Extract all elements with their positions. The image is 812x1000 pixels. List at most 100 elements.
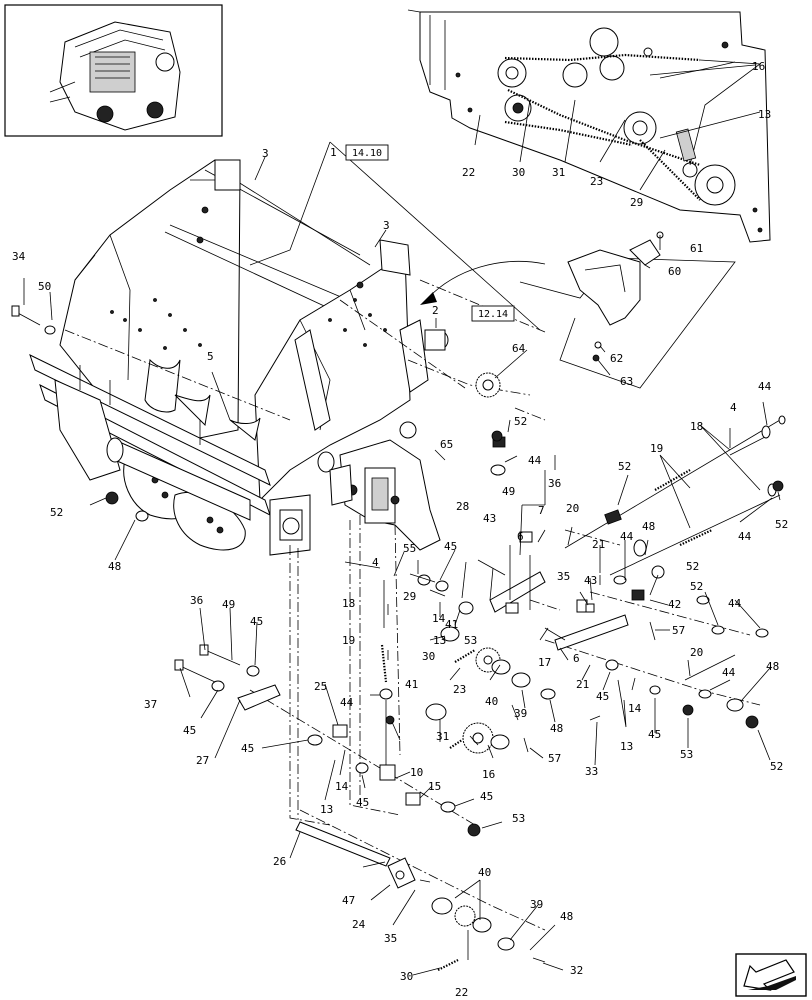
callout-19: 19 bbox=[342, 634, 355, 647]
callout-44: 44 bbox=[728, 597, 742, 610]
callout-52: 52 bbox=[514, 415, 527, 428]
bracket-detail bbox=[519, 231, 736, 389]
callout-23: 23 bbox=[590, 175, 603, 188]
callout-52: 52 bbox=[618, 460, 631, 473]
callout-43: 43 bbox=[584, 574, 597, 587]
callout-52: 52 bbox=[690, 580, 703, 593]
callout-45: 45 bbox=[648, 728, 661, 741]
callout-41: 41 bbox=[445, 618, 458, 631]
callout-57: 57 bbox=[548, 752, 561, 765]
callout-3: 3 bbox=[262, 147, 269, 160]
callout-34: 34 bbox=[12, 250, 26, 263]
callout-45: 45 bbox=[480, 790, 493, 803]
callout-44: 44 bbox=[528, 454, 542, 467]
callout-13: 13 bbox=[620, 740, 633, 753]
callout-45: 45 bbox=[356, 796, 369, 809]
reference-box-label: 12.14 bbox=[478, 309, 508, 320]
callout-20: 20 bbox=[566, 502, 579, 515]
callout-2: 2 bbox=[432, 304, 439, 317]
callout-10: 10 bbox=[410, 766, 423, 779]
callout-40: 40 bbox=[485, 695, 498, 708]
callout-32: 32 bbox=[570, 964, 583, 977]
callout-30: 30 bbox=[400, 970, 413, 983]
callout-36: 36 bbox=[190, 594, 203, 607]
assembly-centerlines bbox=[64, 279, 761, 931]
callout-44: 44 bbox=[722, 666, 736, 679]
drive-bracket-assembly bbox=[329, 421, 441, 551]
callout-6: 6 bbox=[517, 530, 524, 543]
callout-16: 16 bbox=[752, 60, 765, 73]
callout-48: 48 bbox=[560, 910, 573, 923]
callout-48: 48 bbox=[642, 520, 655, 533]
callout-14: 14 bbox=[335, 780, 349, 793]
callout-52: 52 bbox=[686, 560, 699, 573]
callout-17: 17 bbox=[538, 656, 551, 669]
baler-main-frame bbox=[29, 159, 429, 556]
callout-61: 61 bbox=[690, 242, 703, 255]
callout-48: 48 bbox=[550, 722, 563, 735]
callout-14: 14 bbox=[432, 612, 446, 625]
callout-44: 44 bbox=[620, 530, 634, 543]
location-arrow bbox=[427, 261, 546, 299]
callout-13: 13 bbox=[433, 634, 446, 647]
reference-box-12-14: 12.14 bbox=[471, 305, 515, 322]
callout-23: 23 bbox=[453, 683, 466, 696]
callout-55: 55 bbox=[403, 542, 416, 555]
callout-45: 45 bbox=[596, 690, 609, 703]
callout-7: 7 bbox=[538, 504, 545, 517]
callout-45: 45 bbox=[183, 724, 196, 737]
callout-33: 33 bbox=[585, 765, 598, 778]
callout-4: 4 bbox=[730, 401, 737, 414]
callout-50: 50 bbox=[38, 280, 51, 293]
callout-27: 27 bbox=[196, 754, 209, 767]
next-page-button[interactable] bbox=[735, 953, 807, 997]
callout-13: 13 bbox=[320, 803, 333, 816]
callout-21: 21 bbox=[592, 538, 605, 551]
callout-39: 39 bbox=[530, 898, 543, 911]
callout-48: 48 bbox=[108, 560, 121, 573]
callout-26: 26 bbox=[273, 855, 286, 868]
callout-41: 41 bbox=[405, 678, 418, 691]
callout-37: 37 bbox=[144, 698, 157, 711]
callout-60: 60 bbox=[668, 265, 681, 278]
callout-15: 15 bbox=[428, 780, 441, 793]
callout-18: 18 bbox=[342, 597, 355, 610]
callout-29: 29 bbox=[630, 196, 643, 209]
callout-22: 22 bbox=[455, 986, 468, 999]
callout-25: 25 bbox=[314, 680, 327, 693]
callout-30: 30 bbox=[422, 650, 435, 663]
callout-63: 63 bbox=[620, 375, 633, 388]
callout-14: 14 bbox=[628, 702, 642, 715]
chain-drive-detail bbox=[407, 9, 771, 243]
callout-52: 52 bbox=[775, 518, 788, 531]
callout-29: 29 bbox=[403, 590, 416, 603]
callout-3: 3 bbox=[383, 219, 390, 232]
callout-30: 30 bbox=[512, 166, 525, 179]
callout-19: 19 bbox=[650, 442, 663, 455]
callout-53: 53 bbox=[512, 812, 525, 825]
leader-lines bbox=[23, 64, 781, 976]
callout-31: 31 bbox=[436, 730, 449, 743]
callout-49: 49 bbox=[502, 485, 515, 498]
callout-65: 65 bbox=[440, 438, 453, 451]
callout-47: 47 bbox=[342, 894, 355, 907]
callout-49: 49 bbox=[222, 598, 235, 611]
callout-64: 64 bbox=[512, 342, 526, 355]
machine-overview-inset bbox=[4, 4, 223, 137]
callout-45: 45 bbox=[241, 742, 254, 755]
callout-45: 45 bbox=[444, 540, 457, 553]
reference-box-14-10: 14.10 bbox=[345, 144, 389, 161]
callout-labels: 1 2 3 3 4 4 5 6 6 7 10 13 13 13 13 14 14… bbox=[12, 60, 788, 999]
location-arrowhead bbox=[420, 292, 437, 305]
callout-53: 53 bbox=[464, 634, 477, 647]
reference-box-label: 14.10 bbox=[352, 148, 382, 159]
callout-57: 57 bbox=[672, 624, 685, 637]
callout-22: 22 bbox=[462, 166, 475, 179]
callout-24: 24 bbox=[352, 918, 366, 931]
callout-20: 20 bbox=[690, 646, 703, 659]
callout-5: 5 bbox=[207, 350, 214, 363]
callout-52: 52 bbox=[770, 760, 783, 773]
callout-44: 44 bbox=[738, 530, 752, 543]
callout-13: 13 bbox=[758, 108, 771, 121]
